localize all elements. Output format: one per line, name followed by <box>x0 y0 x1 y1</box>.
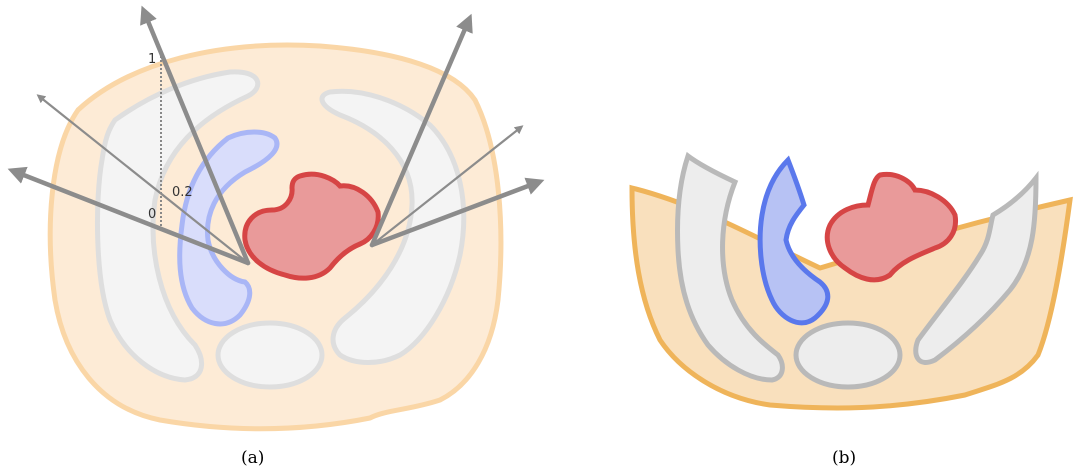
scale-tick-1: 1 <box>148 52 156 67</box>
panel-b <box>632 156 1070 408</box>
scale-tick-0-2: 0.2 <box>172 185 193 200</box>
bottom-bone-a <box>218 323 322 387</box>
bottom-bone-b <box>796 323 900 387</box>
caption-a: (a) <box>241 448 264 468</box>
blue-organ-b <box>760 160 828 323</box>
scale-tick-0: 0 <box>148 207 156 222</box>
panel-a: 1 0.2 0 <box>16 14 536 429</box>
caption-b: (b) <box>832 448 856 468</box>
